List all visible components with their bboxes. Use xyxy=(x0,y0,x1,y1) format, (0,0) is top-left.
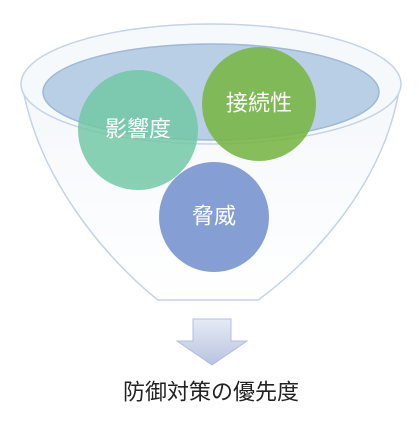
priority-caption: 防御対策の優先度 xyxy=(123,381,299,406)
threat-label: 脅威 xyxy=(192,205,236,230)
connectivity-circle xyxy=(202,47,316,161)
impact-label: 影響度 xyxy=(105,118,171,143)
threat-circle xyxy=(159,162,269,272)
down-arrow-icon xyxy=(175,318,249,366)
connectivity-label: 接続性 xyxy=(226,92,292,117)
impact-circle xyxy=(78,70,198,190)
